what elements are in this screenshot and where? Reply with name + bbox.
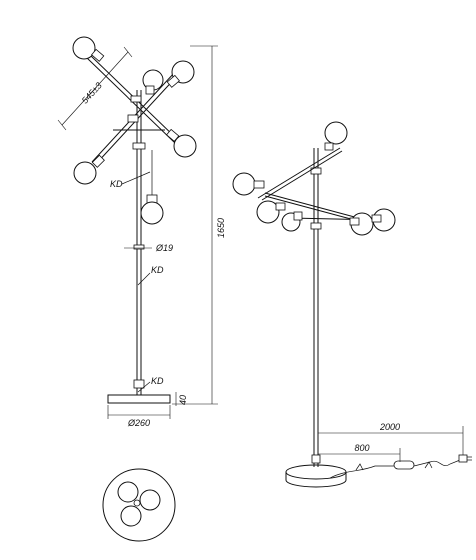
side-arm: [261, 150, 343, 201]
callout-top-label: KD: [110, 179, 123, 189]
cable: [413, 459, 461, 467]
height-label: 1650: [216, 218, 226, 238]
dim-tick: [123, 46, 133, 58]
diagonal-dim-line: [61, 51, 129, 126]
top-view-bulb: [139, 489, 161, 511]
bulb: [173, 134, 197, 158]
bulb-socket: [324, 142, 334, 151]
side-view: 2000 800: [232, 121, 472, 488]
bulb-socket: [91, 154, 105, 168]
front-base: [107, 394, 171, 404]
tube-diameter-label: Ø19: [155, 243, 173, 253]
side-pole-joint: [310, 222, 322, 230]
front-arm-joint: [127, 114, 139, 123]
cable-break-mark: [424, 461, 433, 469]
bulb: [73, 161, 97, 185]
top-view: [102, 468, 176, 542]
side-pole-joint: [310, 167, 322, 175]
dim-tick: [57, 119, 67, 131]
bulb: [232, 172, 256, 196]
bulb-socket: [91, 48, 105, 62]
bulb-socket: [293, 211, 303, 221]
side-arm: [264, 192, 363, 220]
top-view-bulb: [120, 505, 142, 527]
bulb-socket: [166, 128, 180, 142]
cable-break-mark: [355, 463, 364, 471]
side-arm: [257, 147, 341, 199]
cable-length-label: 2000: [379, 422, 400, 432]
diagonal-dimension-label: 545±3: [80, 80, 104, 105]
bulb-socket: [145, 85, 155, 95]
bulb: [140, 201, 164, 225]
bulb: [324, 121, 348, 145]
switch-distance-label: 800: [354, 443, 369, 453]
bulb: [72, 36, 96, 60]
side-pole-foot: [311, 454, 321, 464]
foot-switch: [393, 460, 415, 470]
base-height-label: 40: [178, 395, 188, 405]
callout-leader: [137, 381, 151, 393]
callout-mid-label: KD: [151, 265, 164, 275]
front-pole-foot-switch: [133, 379, 145, 389]
top-view-base-circle: [102, 468, 176, 542]
callout-leader: [137, 272, 151, 286]
plug: [458, 454, 468, 463]
bulb: [171, 60, 195, 84]
bulb-socket: [166, 74, 180, 88]
bulb: [256, 200, 280, 224]
side-base-body: [285, 472, 347, 488]
bulb-socket: [275, 202, 286, 211]
front-pole-joint: [132, 142, 146, 150]
front-pole-joint: [133, 244, 145, 250]
bulb-socket: [371, 214, 382, 223]
callout-leader: [121, 171, 151, 185]
bulb-socket: [349, 217, 360, 226]
top-view-pole: [133, 499, 141, 507]
side-base-top: [285, 464, 347, 480]
cable: [329, 465, 395, 479]
front-arm-joint: [130, 95, 142, 103]
base-diameter-label: Ø260: [127, 418, 150, 428]
top-view-bulb: [117, 481, 139, 503]
callout-bottom-label: KD: [151, 376, 164, 386]
bulb-socket: [253, 180, 265, 189]
front-view: 545±3 1650 Ø19 40 Ø260 KD KD KD: [57, 36, 226, 428]
side-arm: [264, 195, 363, 223]
